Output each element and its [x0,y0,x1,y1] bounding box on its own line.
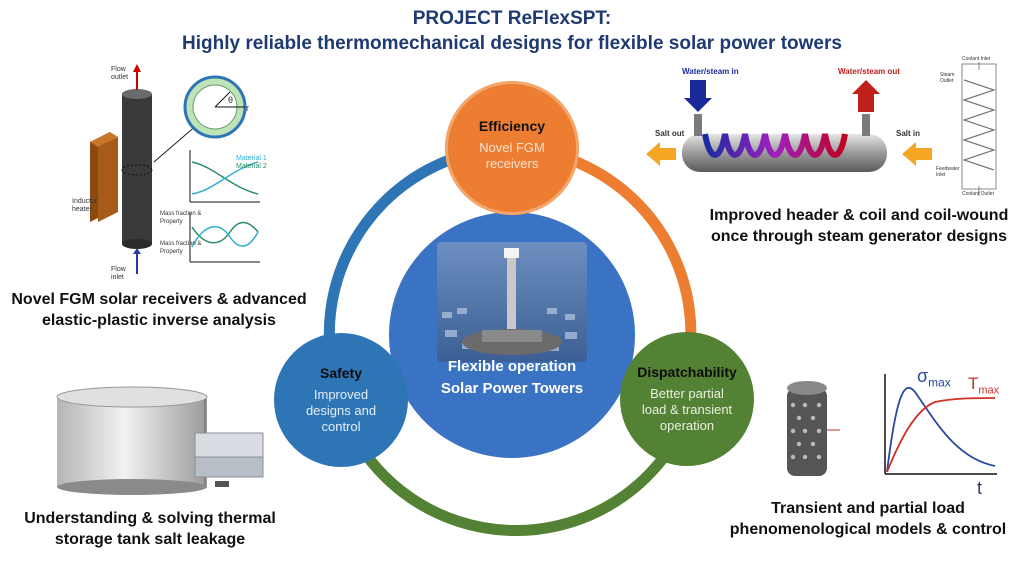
material-1-label: Material 1 [236,155,267,162]
storage-caption-line-1: Understanding & solving thermal [24,510,276,527]
center-line-1: Flexible operation [447,358,577,375]
steam-generator-figure [646,62,997,196]
flow-outlet-line-2: outlet [111,74,129,81]
safety-line-1: Improved [313,387,369,402]
steam-caption-line-1: Improved header & coil and coil-wound [709,207,1009,224]
ring-arc-green [339,415,685,536]
inductor-label: Inductor heater [72,198,97,214]
title-line-1: PROJECT ReFlexSPT: [412,8,612,29]
steam-outlet-line-1: Steam [940,72,955,78]
feedwater-inlet-line-2: Inlet [936,172,946,178]
salt-out-label: Salt out [655,129,685,138]
efficiency-text: Novel FGM receivers [479,140,545,172]
dispatchability-text: Better partial load & transient operatio… [642,386,732,434]
dispatchability-circle: Dispatchability Better partial load & tr… [620,332,754,466]
theta-label: θ [228,95,234,105]
center-line-2: Solar Power Towers [440,380,584,397]
temp-max-label: Tmax [968,374,999,396]
flow-inlet-label: Flow inlet [111,266,126,282]
transient-caption: Transient and partial load phenomenologi… [712,498,1024,540]
efficiency-title: Efficiency [478,118,546,134]
dispatchability-line-2: load & transient [641,402,733,417]
safety-line-3: control [321,419,361,434]
water-in-label: Water/steam in [682,67,739,76]
coolant-inlet-label: Coolant Inlet [962,56,991,62]
coolant-outlet-label: Coolant Outlet [962,191,994,197]
storage-caption: Understanding & solving thermal storage … [0,508,300,550]
water-out-label: Water/steam out [838,67,900,76]
safety-title: Safety [319,365,363,381]
feedwater-inlet-label: Feedwater Inlet [936,166,960,178]
dispatchability-title: Dispatchability [637,364,737,380]
efficiency-circle: Efficiency Novel FGM receivers [445,81,579,215]
material-2-label: Material 2 [236,163,267,170]
steam-outlet-line-2: Outlet [940,78,954,84]
transient-figure [787,374,997,476]
efficiency-line-2: receivers [485,156,539,171]
dispatchability-line-1: Better partial [650,386,724,401]
mass-fraction-axis-2: Mass fraction & Property [160,241,202,255]
dispatchability-line-3: operation [659,418,715,433]
flow-inlet-line-1: Flow [111,266,126,273]
safety-circle: Safety Improved designs and control [274,333,408,467]
steam-caption: Improved header & coil and coil-wound on… [694,205,1024,247]
center-label: Flexible operation Solar Power Towers [389,356,635,400]
receivers-caption: Novel FGM solar receivers & advanced ela… [0,289,318,331]
time-axis-label: t [977,478,983,498]
receivers-caption-line-1: Novel FGM solar receivers & advanced [11,291,307,308]
receivers-caption-line-2: elastic-plastic inverse analysis [42,312,276,329]
salt-in-label: Salt in [896,129,921,138]
steam-caption-line-2: once through steam generator designs [710,228,1008,245]
inductor-line-2: heater [72,206,92,213]
r-label: r [246,103,249,113]
ring-arc-blue [323,152,457,351]
transient-caption-line-1: Transient and partial load [771,500,965,517]
flow-outlet-line-1: Flow [111,66,126,73]
storage-caption-line-2: storage tank salt leakage [54,531,246,548]
receiver-figure [90,64,260,274]
mass-fraction-axis-1: Mass fraction & Property [160,211,202,225]
safety-text: Improved designs and control [306,387,376,435]
temp-subscript: max [978,384,1000,397]
inductor-line-1: Inductor [72,198,98,205]
feedwater-inlet-line-1: Feedwater [936,166,960,172]
center-circle [389,212,635,458]
efficiency-line-1: Novel FGM [479,140,545,155]
storage-tank-figure [56,386,264,495]
steam-outlet-label: Steam Outlet [940,72,954,84]
solar-tower-image [437,242,587,362]
temp-symbol: T [968,374,979,393]
flow-outlet-label: Flow outlet [111,66,128,82]
sigma-subscript: max [928,375,951,390]
flow-inlet-line-2: inlet [111,274,124,281]
title-line-2: Highly reliable thermomechanical designs… [182,33,842,54]
sigma-max-label: σmax [917,366,951,390]
transient-caption-line-2: phenomenological models & control [729,521,1007,538]
safety-line-2: designs and [305,403,377,418]
sigma-symbol: σ [917,366,929,386]
